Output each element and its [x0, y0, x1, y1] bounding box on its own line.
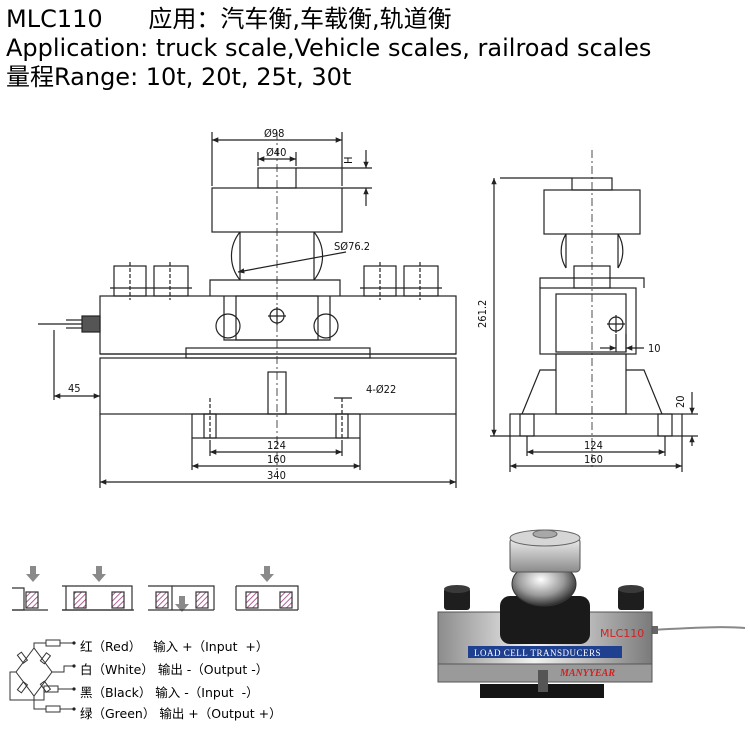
loading-diagrams — [12, 566, 299, 612]
dim-261: 261.2 — [476, 300, 489, 328]
dim-d40: Ø40 — [266, 146, 286, 159]
dim-340: 340 — [267, 469, 286, 482]
dim-side-160: 160 — [584, 453, 603, 466]
dim-160: 160 — [267, 453, 286, 466]
front-view — [38, 132, 457, 488]
title-line: MLC110 应用：汽车衡,车载衡,轨道衡 — [6, 5, 452, 33]
photo-banner-label: LOAD CELL TRANSDUCERS — [474, 648, 601, 658]
dim-h: H — [342, 157, 355, 164]
dim-side-124: 124 — [584, 439, 603, 452]
wire-white-row: 白（White） 输出 -（Output -） — [80, 662, 269, 677]
wiring-bridge — [9, 639, 74, 713]
dim-10: 10 — [648, 342, 661, 355]
wire-green-row: 绿（Green） 输出 +（Output +） — [80, 706, 282, 721]
product-photo — [437, 529, 746, 698]
photo-brand-logo: MANYYEAR — [559, 668, 615, 679]
dim-20: 20 — [674, 395, 687, 408]
dim-124: 124 — [267, 439, 286, 452]
wire-black-row: 黑（Black） 输入 -（Input -） — [80, 685, 259, 700]
dim-45: 45 — [68, 382, 81, 395]
dim-holes: 4-Ø22 — [366, 383, 396, 396]
wire-red-row: 红（Red） 输入 +（Input +） — [80, 639, 269, 654]
dim-d98: Ø98 — [264, 127, 284, 140]
side-view — [490, 150, 698, 472]
photo-model-label: MLC110 — [600, 627, 644, 640]
dim-sphere: SØ76.2 — [334, 240, 370, 253]
range-line: 量程Range: 10t, 20t, 25t, 30t — [6, 63, 352, 91]
application-line: Application: truck scale,Vehicle scales,… — [6, 34, 652, 62]
